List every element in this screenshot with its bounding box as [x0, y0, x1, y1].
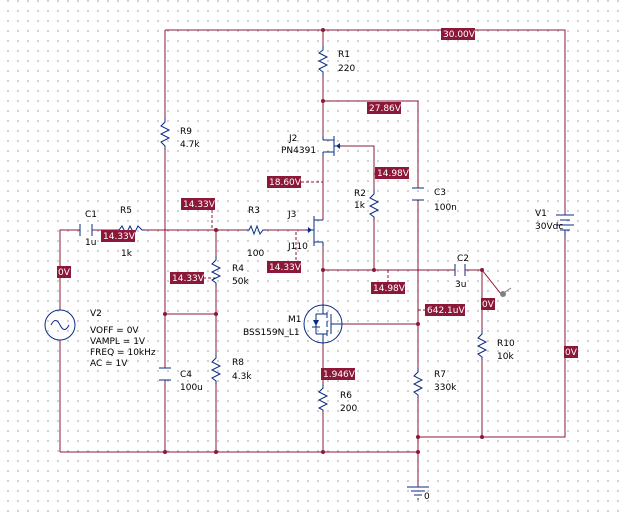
m1-value: BSS159N_L1 [243, 328, 300, 338]
resistor-r1[interactable] [317, 46, 329, 76]
v2-name: V2 [90, 309, 102, 319]
c2-name: C2 [457, 254, 469, 264]
dc-source-v1[interactable] [556, 214, 574, 237]
resistor-r3[interactable] [246, 224, 266, 236]
v2-param-ac: AC = 1V [90, 359, 128, 369]
r8-name: R8 [232, 358, 244, 368]
j2-name: J2 [288, 134, 297, 144]
r3-value: 100 [247, 249, 264, 259]
r6-name: R6 [340, 391, 352, 401]
r5-value: 1k [121, 249, 133, 259]
ac-source-v2[interactable] [44, 309, 76, 341]
r10-value: 10k [497, 352, 514, 362]
resistor-r7[interactable] [412, 368, 424, 398]
c3-name: C3 [434, 188, 446, 198]
svg-text:0V: 0V [565, 348, 578, 358]
j3-name: J3 [287, 210, 296, 220]
v2-param-voff: VOFF = 0V [90, 326, 139, 336]
voltage-markers: 30.00V 27.86V 18.60V 14.98V 14.33V 14.33… [57, 28, 578, 380]
resistor-r2[interactable] [368, 190, 380, 220]
r5-name: R5 [120, 206, 132, 216]
r4-name: R4 [232, 264, 244, 274]
r8-value: 4.3k [232, 372, 252, 382]
jfet-j2[interactable] [322, 136, 341, 156]
voltage-v2-node[interactable]: 0V [57, 266, 71, 278]
voltage-out-node[interactable]: 0V [481, 298, 495, 310]
voltage-j3-source[interactable]: 14.33V [267, 261, 302, 273]
m1-name: M1 [288, 315, 302, 325]
c4-value: 100u [180, 383, 203, 393]
capacitor-c3[interactable] [412, 187, 424, 201]
capacitor-c4[interactable] [159, 367, 171, 381]
wires [59, 29, 566, 487]
voltage-j2-gate[interactable]: 18.60V [267, 176, 302, 188]
v2-param-freq: FREQ = 10kHz [90, 348, 156, 358]
svg-text:1.946V: 1.946V [323, 370, 356, 380]
voltage-r3-left[interactable]: 14.33V [181, 198, 216, 210]
voltage-v1-node[interactable]: 0V [564, 346, 578, 358]
j3-value: J110 [287, 242, 308, 252]
resistor-r6[interactable] [317, 384, 329, 412]
capacitor-c1[interactable] [79, 224, 93, 236]
svg-text:14.33V: 14.33V [103, 232, 136, 242]
resistor-r5[interactable] [115, 224, 145, 236]
r3-name: R3 [248, 206, 260, 216]
svg-text:0V: 0V [58, 268, 71, 278]
c2-value: 3u [455, 280, 466, 290]
resistor-r4[interactable] [210, 256, 222, 286]
resistor-r10[interactable] [476, 330, 488, 360]
v2-param-vampl: VAMPL = 1V [90, 337, 146, 347]
voltage-j3-drain[interactable]: 14.98V [371, 282, 406, 294]
svg-text:27.86V: 27.86V [369, 104, 402, 114]
component-labels: R1 220 R9 4.7k J2 PN4391 R2 1k C3 100n C… [85, 50, 563, 502]
voltage-m1-source[interactable]: 1.946V [321, 368, 356, 380]
r1-name: R1 [338, 50, 350, 60]
voltage-vcc[interactable]: 30.00V [441, 28, 476, 40]
jfet-j3[interactable] [305, 216, 324, 246]
c1-value: 1u [85, 238, 96, 248]
output-probe-icon [500, 287, 512, 297]
r7-value: 330k [434, 383, 457, 393]
svg-text:14.33V: 14.33V [183, 200, 216, 210]
svg-text:30.00V: 30.00V [443, 30, 476, 40]
svg-text:14.33V: 14.33V [172, 274, 205, 284]
resistor-r9[interactable] [159, 118, 171, 150]
r6-value: 200 [340, 404, 357, 414]
voltage-m1-gate[interactable]: 642.1uV [425, 304, 465, 316]
c1-name: C1 [85, 210, 97, 220]
v1-name: V1 [535, 209, 547, 219]
junction-dots [163, 28, 484, 454]
svg-text:642.1uV: 642.1uV [427, 306, 465, 316]
voltage-r4-node[interactable]: 14.33V [170, 272, 205, 284]
r7-name: R7 [434, 370, 446, 380]
resistor-r8[interactable] [210, 354, 222, 384]
svg-text:18.60V: 18.60V [269, 178, 302, 188]
c4-name: C4 [180, 370, 192, 380]
c3-value: 100n [434, 203, 457, 213]
ground-label: 0 [424, 492, 430, 502]
svg-text:14.33V: 14.33V [269, 263, 302, 273]
r1-value: 220 [338, 64, 355, 74]
j2-value: PN4391 [281, 146, 316, 156]
svg-text:14.98V: 14.98V [377, 169, 410, 179]
r10-name: R10 [497, 339, 515, 349]
r2-value: 1k [354, 201, 366, 211]
r2-name: R2 [354, 189, 366, 199]
voltage-r2-top[interactable]: 14.98V [375, 167, 410, 179]
r9-value: 4.7k [180, 140, 200, 150]
capacitor-c2[interactable] [454, 264, 466, 276]
svg-text:0V: 0V [482, 300, 495, 310]
r9-name: R9 [180, 127, 192, 137]
voltage-j2-drain[interactable]: 27.86V [367, 102, 402, 114]
mosfet-m1[interactable] [303, 304, 343, 344]
svg-text:14.98V: 14.98V [373, 284, 406, 294]
r4-value: 50k [232, 277, 249, 287]
ground-symbol [407, 486, 429, 500]
voltage-r5-right[interactable]: 14.33V [101, 230, 136, 242]
v1-value: 30Vdc [535, 222, 563, 232]
